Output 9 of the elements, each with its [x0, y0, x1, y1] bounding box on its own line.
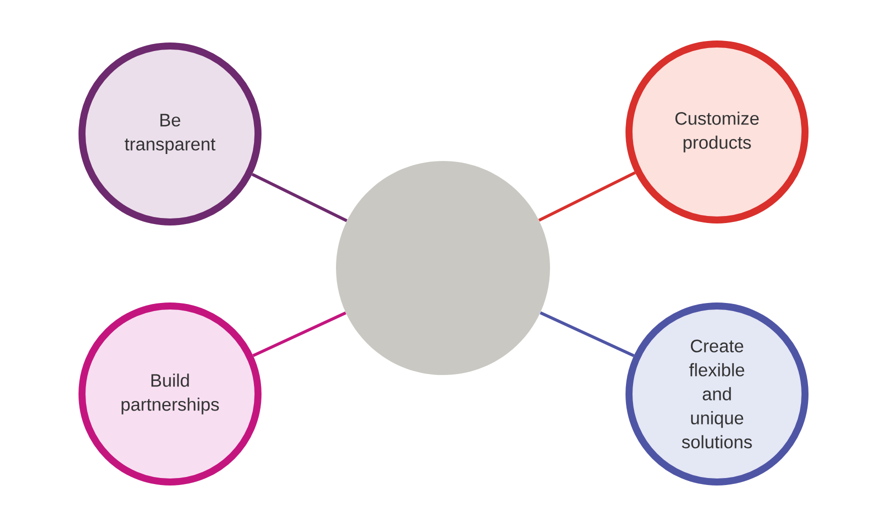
connector-line [538, 171, 636, 222]
connector-line [251, 172, 348, 222]
circle-node: Be transparent [78, 42, 262, 226]
connector-line [540, 311, 634, 358]
circle-node: Customize products [626, 40, 808, 224]
circle-node: Create flexible and unique solutions [626, 302, 808, 486]
circle-node [336, 161, 550, 375]
circle-node: Build partnerships [78, 302, 262, 486]
connector-line [252, 312, 346, 358]
